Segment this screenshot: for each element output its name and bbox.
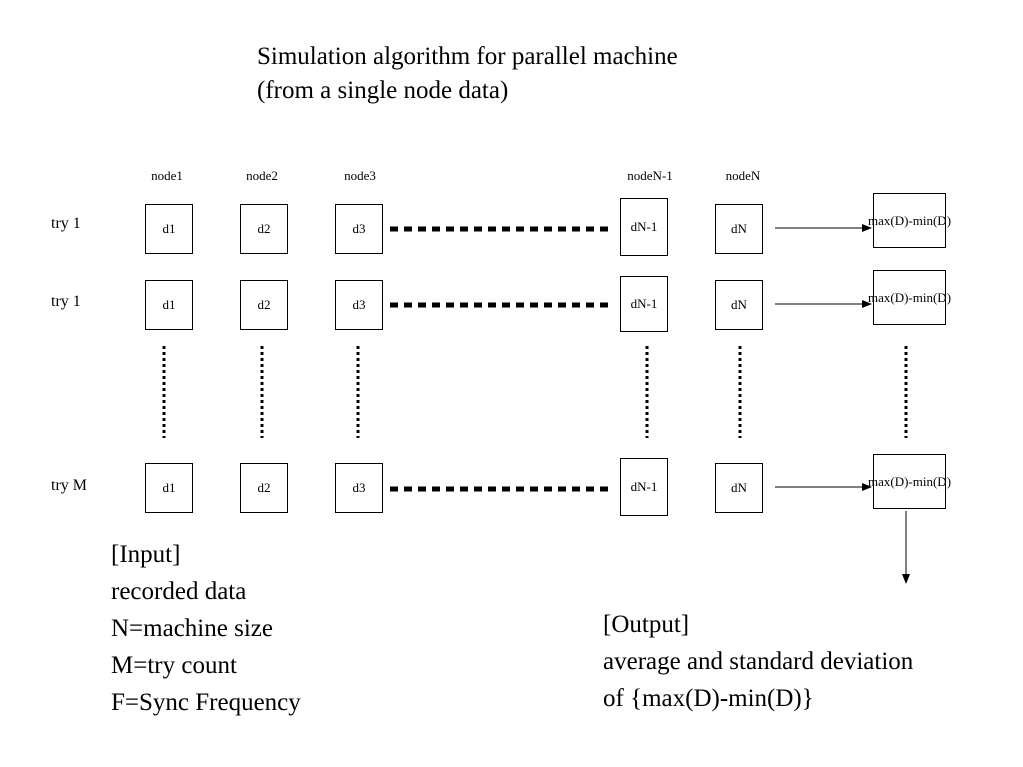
row-2-output-box: max(D)- min(D) <box>868 270 951 325</box>
input-line-1: recorded data <box>111 578 247 605</box>
row-3-cell-d3: d3 <box>335 463 383 513</box>
column-header-nodeN: nodeN <box>725 168 761 183</box>
row-label-2: try 1 <box>51 293 81 310</box>
column-header-node2: node2 <box>246 168 278 183</box>
row-2-cell-dN-1: dN-1 <box>620 276 668 332</box>
row-2-output-line-2: min(D) <box>912 290 952 305</box>
title-line-2: (from a single node data) <box>257 77 509 104</box>
row-3-output-box: max(D)- min(D) <box>868 454 951 509</box>
row-3-cell-dN: dN <box>715 463 763 513</box>
input-description: [Input] recorded data N=machine size M=t… <box>111 536 301 721</box>
row-1-cell-dN: dN <box>715 204 763 254</box>
input-line-3: M=try count <box>111 652 237 679</box>
row-2-cell-d1: d1 <box>145 280 193 330</box>
row-3-cell-d2: d2 <box>240 463 288 513</box>
diagram-title: Simulation algorithm for parallel machin… <box>257 40 678 108</box>
title-line-1: Simulation algorithm for parallel machin… <box>257 43 678 70</box>
row-2-cell-d2: d2 <box>240 280 288 330</box>
column-header-node3: node3 <box>344 168 376 183</box>
row-1-cell-d2: d2 <box>240 204 288 254</box>
output-line-2: of {max(D)-min(D)} <box>603 685 814 712</box>
row-3-output-line-1: max(D)- <box>867 474 913 489</box>
row-label-3: try M <box>51 477 87 494</box>
input-heading: [Input] <box>111 541 181 568</box>
row-label-1: try 1 <box>51 215 81 232</box>
row-1-output-line-1: max(D)- <box>867 213 913 228</box>
row-1-cell-dN-1: dN-1 <box>620 198 668 256</box>
column-header-nodeN-1: nodeN-1 <box>627 168 673 183</box>
row-3-cell-dN-1: dN-1 <box>620 458 668 516</box>
row-2-cell-d3: d3 <box>335 280 383 330</box>
output-line-1: average and standard deviation <box>603 648 914 675</box>
row-2-cell-dN: dN <box>715 280 763 330</box>
row-3-cell-d1: d1 <box>145 463 193 513</box>
row-1-output-box: max(D)- min(D) <box>868 193 951 248</box>
input-line-4: F=Sync Frequency <box>111 689 301 716</box>
output-description: [Output] average and standard deviation … <box>603 606 913 717</box>
input-line-2: N=machine size <box>111 615 273 642</box>
column-header-node1: node1 <box>151 168 183 183</box>
row-1-cell-d3: d3 <box>335 204 383 254</box>
row-1-cell-d1: d1 <box>145 204 193 254</box>
row-1-output-line-2: min(D) <box>912 213 952 228</box>
output-heading: [Output] <box>603 611 690 638</box>
row-2-output-line-1: max(D)- <box>867 290 913 305</box>
row-3-output-line-2: min(D) <box>912 474 952 489</box>
